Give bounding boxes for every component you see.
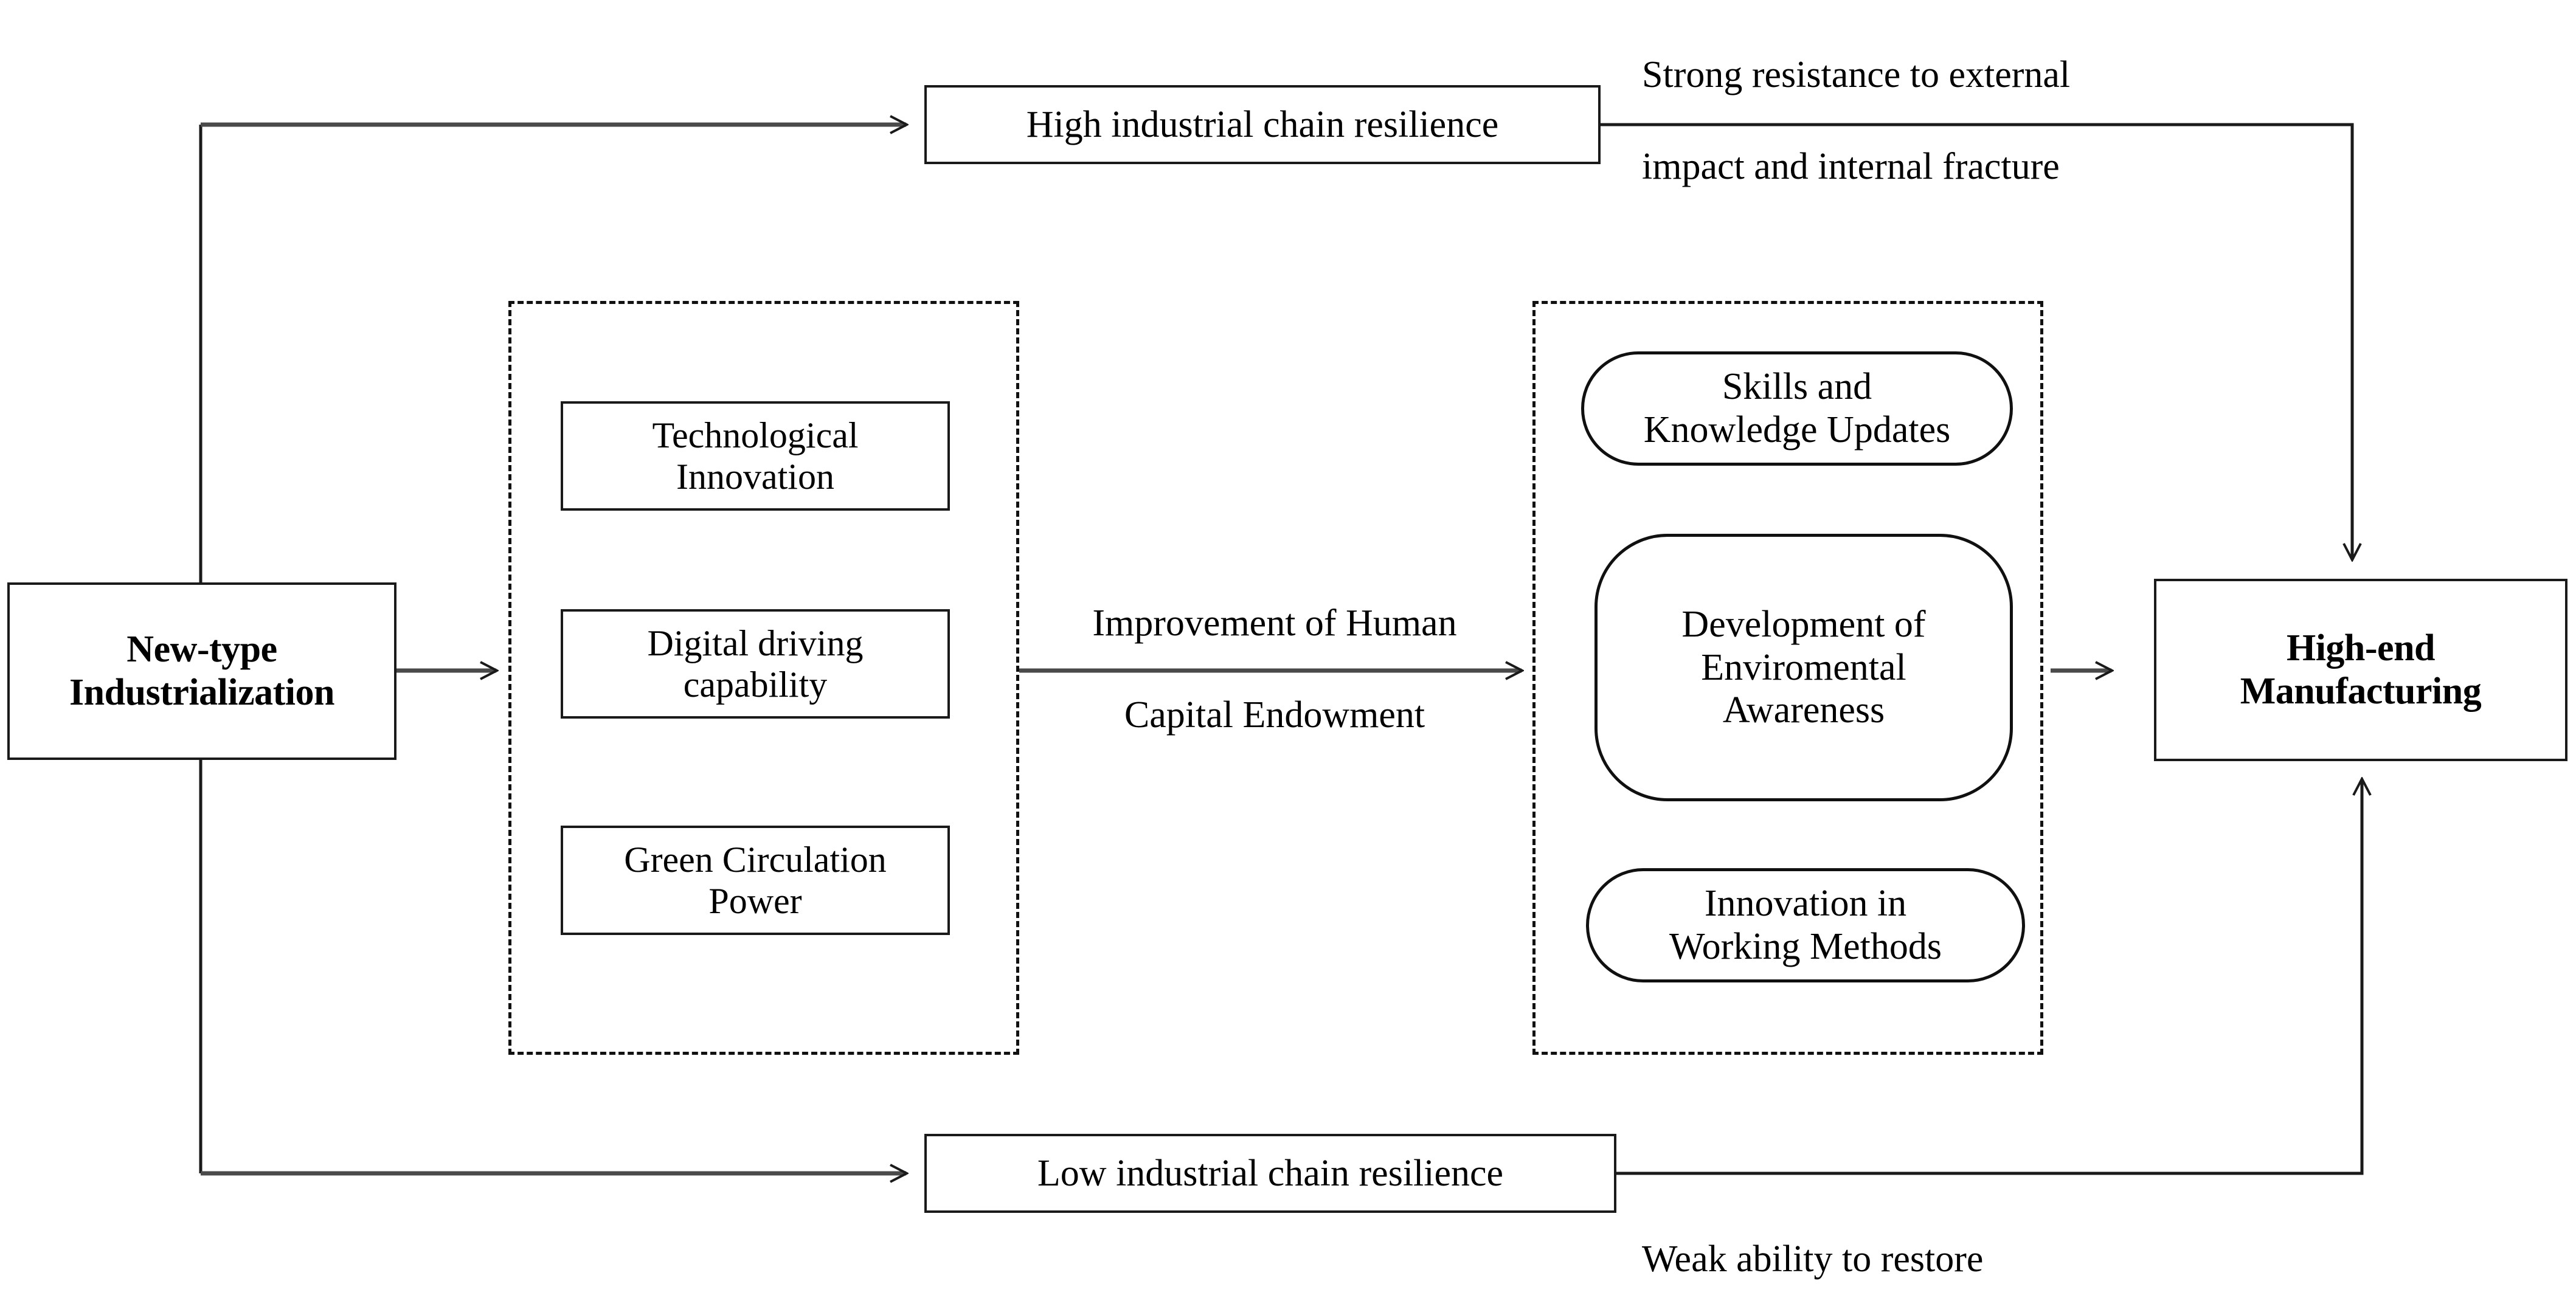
node-source-line-1: New-type <box>126 629 277 671</box>
driver-2-line-1: Green Circulation <box>624 839 887 880</box>
node-development-of-environmental-awareness-label: Development of Enviromental Awareness <box>1681 603 1925 732</box>
node-new-type-industrialization-label: New-type Industrialization <box>69 628 334 714</box>
driver-1-line-2: capability <box>683 664 828 705</box>
hc-1-line-1: Development of <box>1681 603 1926 645</box>
node-innovation-in-working-methods-label: Innovation in Working Methods <box>1669 882 1942 968</box>
edge-label-weak-ability: Weak ability to restore restructuring an… <box>1642 1190 2311 1315</box>
node-high-resilience-label: High industrial chain resilience <box>1026 103 1499 145</box>
driver-2-line-2: Power <box>708 881 802 921</box>
node-target-line-2: Manufacturing <box>2240 671 2482 712</box>
node-technological-innovation-label: Technological Innovation <box>653 415 859 498</box>
hc-1-line-3: Awareness <box>1722 689 1885 731</box>
node-green-circulation-power[interactable]: Green Circulation Power <box>561 826 950 935</box>
node-skills-and-knowledge-updates[interactable]: Skills and Knowledge Updates <box>1581 351 2013 466</box>
node-high-end-manufacturing-label: High-end Manufacturing <box>2240 627 2482 713</box>
node-technological-innovation[interactable]: Technological Innovation <box>561 401 950 511</box>
node-new-type-industrialization[interactable]: New-type Industrialization <box>7 582 396 760</box>
node-target-line-1: High-end <box>2286 627 2436 669</box>
node-development-of-environmental-awareness[interactable]: Development of Enviromental Awareness <box>1594 534 2013 801</box>
top-label-line-1: Strong resistance to external <box>1642 53 2071 95</box>
node-digital-driving-capability[interactable]: Digital driving capability <box>561 609 950 719</box>
node-low-industrial-chain-resilience[interactable]: Low industrial chain resilience <box>924 1134 1616 1213</box>
hc-0-line-1: Skills and <box>1722 366 1872 408</box>
node-innovation-in-working-methods[interactable]: Innovation in Working Methods <box>1586 868 2025 982</box>
mid-label-line-1: Improvement of Human <box>1092 602 1457 644</box>
driver-0-line-2: Innovation <box>676 457 834 497</box>
top-label-line-2: impact and internal fracture <box>1642 145 2060 187</box>
hc-2-line-1: Innovation in <box>1704 883 1907 925</box>
node-digital-driving-capability-label: Digital driving capability <box>648 623 864 706</box>
edge-label-strong-resistance: Strong resistance to external impact and… <box>1642 6 2287 236</box>
group-human-capital <box>1532 301 2043 1055</box>
node-high-end-manufacturing[interactable]: High-end Manufacturing <box>2154 579 2567 761</box>
node-skills-and-knowledge-updates-label: Skills and Knowledge Updates <box>1644 365 1950 451</box>
hc-0-line-2: Knowledge Updates <box>1643 409 1951 450</box>
driver-0-line-1: Technological <box>652 415 859 455</box>
node-source-line-2: Industrialization <box>69 672 334 713</box>
node-low-resilience-label: Low industrial chain resilience <box>1037 1152 1504 1194</box>
hc-2-line-2: Working Methods <box>1669 926 1942 967</box>
edge-label-improvement-of-human-capital-endowment: Improvement of Human Capital Endowment <box>1025 554 1524 784</box>
bottom-label-line-1: Weak ability to restore <box>1642 1238 1984 1280</box>
node-high-industrial-chain-resilience[interactable]: High industrial chain resilience <box>924 85 1601 164</box>
hc-1-line-2: Enviromental <box>1701 646 1906 688</box>
driver-1-line-1: Digital driving <box>647 623 864 663</box>
mid-label-line-2: Capital Endowment <box>1124 694 1425 736</box>
node-green-circulation-power-label: Green Circulation Power <box>624 839 887 922</box>
group-drivers <box>508 301 1019 1055</box>
